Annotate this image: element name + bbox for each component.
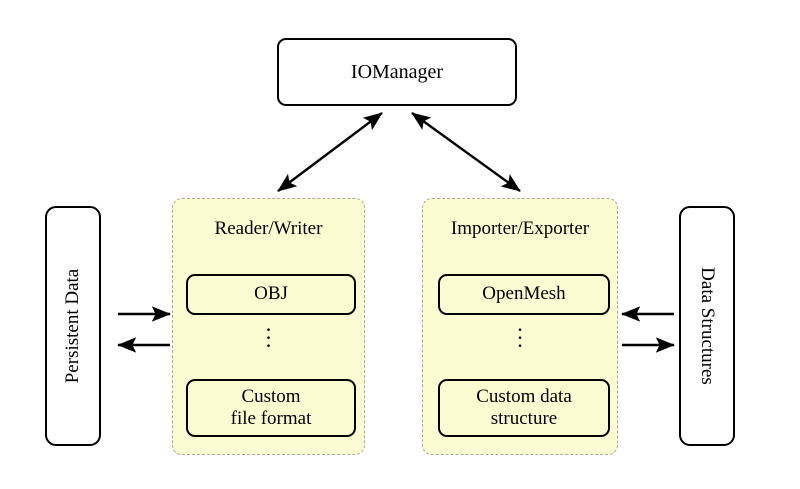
item-obj-label: OBJ <box>254 283 288 305</box>
ellipsis-dot: · <box>264 325 273 350</box>
item-custom-data-structure-line2: structure <box>490 408 558 429</box>
ellipsis-reader-writer: · · · <box>173 317 364 358</box>
node-iomanager-label: IOManager <box>350 60 444 83</box>
item-custom-data-structure-line1: Custom data <box>476 385 572 407</box>
item-openmesh-label: OpenMesh <box>482 283 566 305</box>
item-custom-file-format: Custom file format <box>186 379 356 437</box>
item-custom-file-format-line1: Custom <box>241 385 301 407</box>
ellipsis-dot: · <box>516 317 524 342</box>
connector-iomanager-importer-exporter <box>411 112 521 192</box>
item-openmesh: OpenMesh <box>438 274 610 315</box>
node-data-structures: Data Structures <box>679 206 735 446</box>
item-custom-data-structure: Custom data structure <box>438 379 610 437</box>
item-obj: OBJ <box>186 274 356 315</box>
node-persistent-data-label: Persistent Data <box>62 268 83 384</box>
node-persistent-data: Persistent Data <box>45 206 101 446</box>
group-panel-importer-exporter: Importer/Exporter OpenMesh · · · Custom … <box>422 198 618 455</box>
connector-iomanager-reader-writer <box>277 112 383 192</box>
group-panel-reader-writer: Reader/Writer OBJ · · · Custom file form… <box>172 198 365 455</box>
ellipsis-dot: · <box>516 325 524 350</box>
ellipsis-dot: · <box>264 317 273 342</box>
ellipsis-dot: · <box>264 333 273 358</box>
node-iomanager: IOManager <box>277 38 517 106</box>
ellipsis-dot: · <box>516 333 524 358</box>
group-title-importer-exporter: Importer/Exporter <box>450 218 590 239</box>
node-data-structures-label: Data Structures <box>697 267 718 385</box>
item-custom-file-format-line2: file format <box>230 408 312 429</box>
ellipsis-importer-exporter: · · · <box>423 317 617 358</box>
group-title-reader-writer: Reader/Writer <box>214 218 323 239</box>
